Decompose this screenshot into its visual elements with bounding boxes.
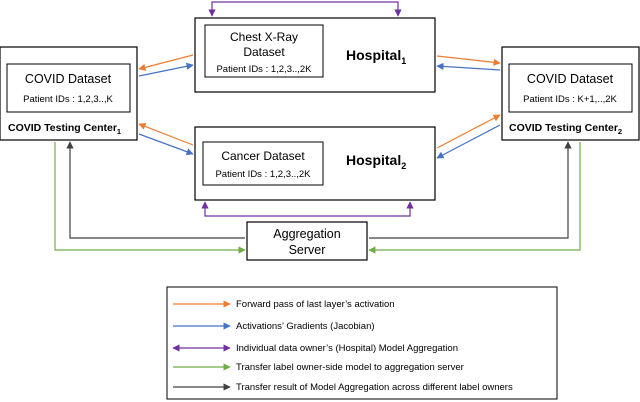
- center-2-dataset-title: COVID Dataset: [527, 72, 614, 86]
- center-1-patient-ids: Patient IDs : 1,2,3..,K: [23, 94, 113, 105]
- aggregation-server-box: Aggregation Server: [246, 221, 368, 261]
- hospital-2-dataset-title: Cancer Dataset: [221, 149, 305, 163]
- center-2-box: COVID Dataset Patient IDs : K+1,..,2K CO…: [501, 46, 640, 141]
- center-2-patient-ids: Patient IDs : K+1,..,2K: [523, 94, 617, 105]
- center-1-dataset-title: COVID Dataset: [25, 72, 112, 86]
- hospital-1-box: Chest X-Ray Dataset Patient IDs : 1,2,3.…: [194, 17, 436, 93]
- aggregation-server-line2: Server: [289, 243, 326, 257]
- hospital-1-name: Hospital1: [346, 47, 406, 66]
- right-upper-arrows: [436, 55, 501, 71]
- legend-item-gradients: Activations’ Gradients (Jacobian): [173, 321, 375, 332]
- legend: Forward pass of last layer’s activation …: [166, 286, 558, 400]
- legend-label-forward: Forward pass of last layer’s activation: [236, 299, 395, 310]
- center-1-box: COVID Dataset Patient IDs : 1,2,3..,K CO…: [0, 46, 138, 141]
- green-transfer-arrows: [54, 142, 581, 254]
- aggregation-server-line1: Aggregation: [273, 227, 340, 241]
- hospital-1-name-text: Hospital: [346, 47, 401, 63]
- legend-label-transfer-to-server: Transfer label owner-side model to aggre…: [236, 362, 464, 373]
- center-1-subscript: 1: [117, 127, 121, 136]
- legend-item-transfer-result: Transfer result of Model Aggregation acr…: [173, 382, 513, 393]
- legend-label-hospital-aggregation: Individual data owner’s (Hospital) Model…: [236, 343, 458, 354]
- hospital-2-name: Hospital2: [346, 152, 406, 171]
- hospital-1-dataset-title-line1: Chest X-Ray: [230, 30, 298, 44]
- legend-label-gradients: Activations’ Gradients (Jacobian): [236, 321, 375, 332]
- left-lower-arrows: [138, 122, 194, 156]
- hospital-2-aggregation-loop: [201, 201, 414, 217]
- center-2-name: COVID Testing Center2: [509, 122, 622, 136]
- hospital-2-box: Cancer Dataset Patient IDs : 1,2,3..,2K …: [194, 126, 436, 201]
- legend-item-hospital-aggregation: Individual data owner’s (Hospital) Model…: [172, 343, 458, 354]
- center-2-name-text: COVID Testing Center: [509, 122, 618, 134]
- right-lower-arrows: [436, 114, 501, 159]
- center-2-subscript: 2: [618, 127, 622, 136]
- hospital-2-subscript: 2: [401, 161, 406, 171]
- legend-item-transfer-to-server: Transfer label owner-side model to aggre…: [173, 362, 464, 373]
- hospital-1-dataset-title-line2: Dataset: [243, 45, 285, 59]
- center-1-name-text: COVID Testing Center: [8, 122, 117, 134]
- dark-result-arrows: [66, 141, 572, 239]
- hospital-2-name-text: Hospital: [346, 152, 401, 168]
- hospital-1-subscript: 1: [401, 56, 406, 66]
- legend-label-transfer-result: Transfer result of Model Aggregation acr…: [236, 382, 513, 393]
- hospital-1-aggregation-loop: [208, 1, 402, 17]
- hospital-2-patient-ids: Patient IDs : 1,2,3..,2K: [215, 169, 311, 180]
- center-1-name: COVID Testing Center1: [8, 122, 121, 136]
- left-upper-arrows: [138, 54, 194, 77]
- hospital-1-patient-ids: Patient IDs : 1,2,3..,2K: [216, 64, 312, 75]
- legend-item-forward: Forward pass of last layer’s activation: [173, 299, 395, 310]
